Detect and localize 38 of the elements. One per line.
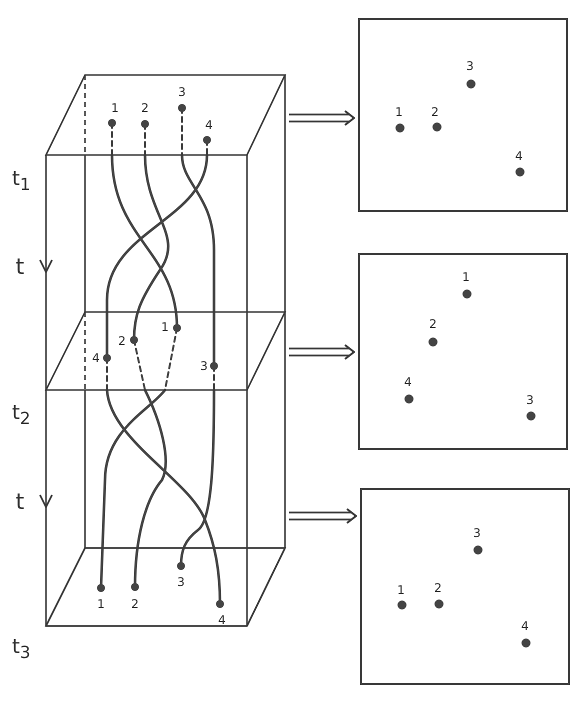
point-number: 1 [395,106,403,118]
point-number: 1 [97,598,105,610]
point-number: 2 [141,102,149,114]
point-number: 1 [111,102,119,114]
point-number: 2 [434,582,442,594]
time-label: t$_{2}$ [12,402,30,428]
time-label: t$_{3}$ [12,636,30,662]
plane-outline [46,312,287,392]
double-arrow [288,508,357,524]
point-number: 3 [200,360,208,372]
point-number: 1 [161,321,169,333]
double-arrow [288,344,355,360]
point-number: 3 [178,86,186,98]
point-number: 1 [462,271,470,283]
time-label: t$_{1}$ [12,168,30,194]
point-number: 4 [404,376,412,388]
snapshot-panel [358,253,568,450]
point-number: 4 [218,614,226,626]
point-number: 4 [205,119,213,131]
time-label: t [16,257,24,279]
double-arrow [288,110,355,126]
plane-outline [46,548,287,628]
point-number: 4 [515,150,523,162]
point-number: 4 [521,620,529,632]
plane-outline [46,75,287,157]
point-number: 3 [526,394,534,406]
point-number: 2 [431,106,439,118]
snapshot-panel [360,488,570,685]
snapshot-panel [358,18,568,212]
point-number: 2 [118,335,126,347]
point-number: 2 [131,598,139,610]
point-number: 2 [429,318,437,330]
point-number: 3 [177,576,185,588]
point-number: 3 [466,60,474,72]
point-number: 3 [473,527,481,539]
time-label: t [16,492,24,514]
point-number: 1 [397,584,405,596]
point-number: 4 [92,352,100,364]
